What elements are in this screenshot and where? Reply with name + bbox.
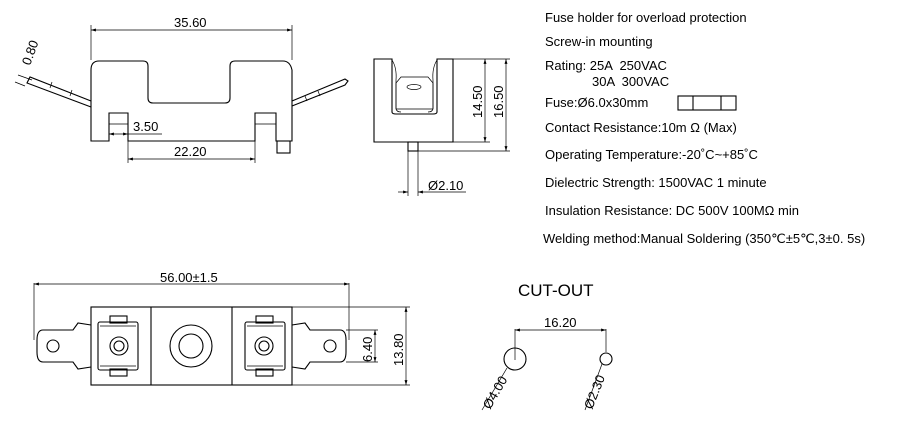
- top-body: [90, 306, 293, 386]
- center-screw-inner: [178, 333, 204, 359]
- right-terminal: [244, 315, 347, 377]
- fuse-icon: [677, 95, 737, 111]
- spec-welding-method: Welding method:Manual Soldering (350℃±5℃…: [543, 231, 866, 246]
- dim-terminal-width: 6.40: [360, 337, 375, 362]
- side-clip: [391, 59, 438, 113]
- left-terminal: [36, 315, 139, 377]
- cutout-title: CUT-OUT: [518, 281, 594, 300]
- dim-small-hole: Ø2.30: [581, 373, 608, 411]
- dim-body-width: 13.80: [391, 333, 406, 366]
- front-pin: [276, 140, 291, 154]
- spec-description: Fuse holder for overload protection: [545, 10, 747, 25]
- side-pin: [407, 141, 419, 152]
- front-body-outline: [90, 60, 293, 142]
- dim-foot-width: 3.50: [133, 119, 158, 134]
- large-hole: [503, 347, 527, 371]
- right-terminal-hole: [323, 339, 337, 353]
- front-view: 35.60 0.80 3.50 22.20: [14, 15, 349, 163]
- side-view: Ø2.10 14.50 16.50: [373, 58, 510, 196]
- dim-total-height: 16.50: [491, 85, 506, 118]
- left-lead: [26, 76, 92, 108]
- dim-overall-length: 56.00±1.5: [160, 270, 218, 285]
- center-screw-outer: [169, 324, 213, 368]
- spec-contact-resistance: Contact Resistance:10m Ω (Max): [545, 120, 737, 135]
- spec-rating-1: Rating: 25A 250VAC: [545, 58, 667, 73]
- spec-mounting: Screw-in mounting: [545, 34, 653, 49]
- spec-fuse: Fuse:Ø6.0x30mm: [545, 95, 649, 110]
- dim-overall-width: 35.60: [174, 15, 207, 30]
- spec-dielectric-strength: Dielectric Strength: 1500VAC 1 minute: [545, 175, 767, 190]
- cutout-view: CUT-OUT 16.20 Ø4.00 Ø2.30: [480, 281, 613, 412]
- left-terminal-hole: [46, 339, 60, 353]
- side-body-outline: [373, 58, 454, 143]
- spec-operating-temperature: Operating Temperature:-20˚C~+85˚C: [545, 147, 758, 162]
- top-view: 56.00±1.5 6.40 13.80: [33, 270, 410, 386]
- right-lead: [291, 78, 349, 107]
- dim-pin-diameter: Ø2.10: [428, 178, 463, 193]
- dim-foot-spacing: 22.20: [174, 144, 207, 159]
- spec-rating-2: 30A 300VAC: [592, 74, 670, 89]
- dim-large-hole: Ø4.00: [480, 373, 511, 411]
- dim-hole-spacing: 16.20: [544, 315, 577, 330]
- dim-lead-thickness: 0.80: [19, 38, 42, 67]
- dim-body-height: 14.50: [470, 85, 485, 118]
- spec-insulation-resistance: Insulation Resistance: DC 500V 100MΩ min: [545, 203, 799, 218]
- small-hole: [599, 352, 613, 366]
